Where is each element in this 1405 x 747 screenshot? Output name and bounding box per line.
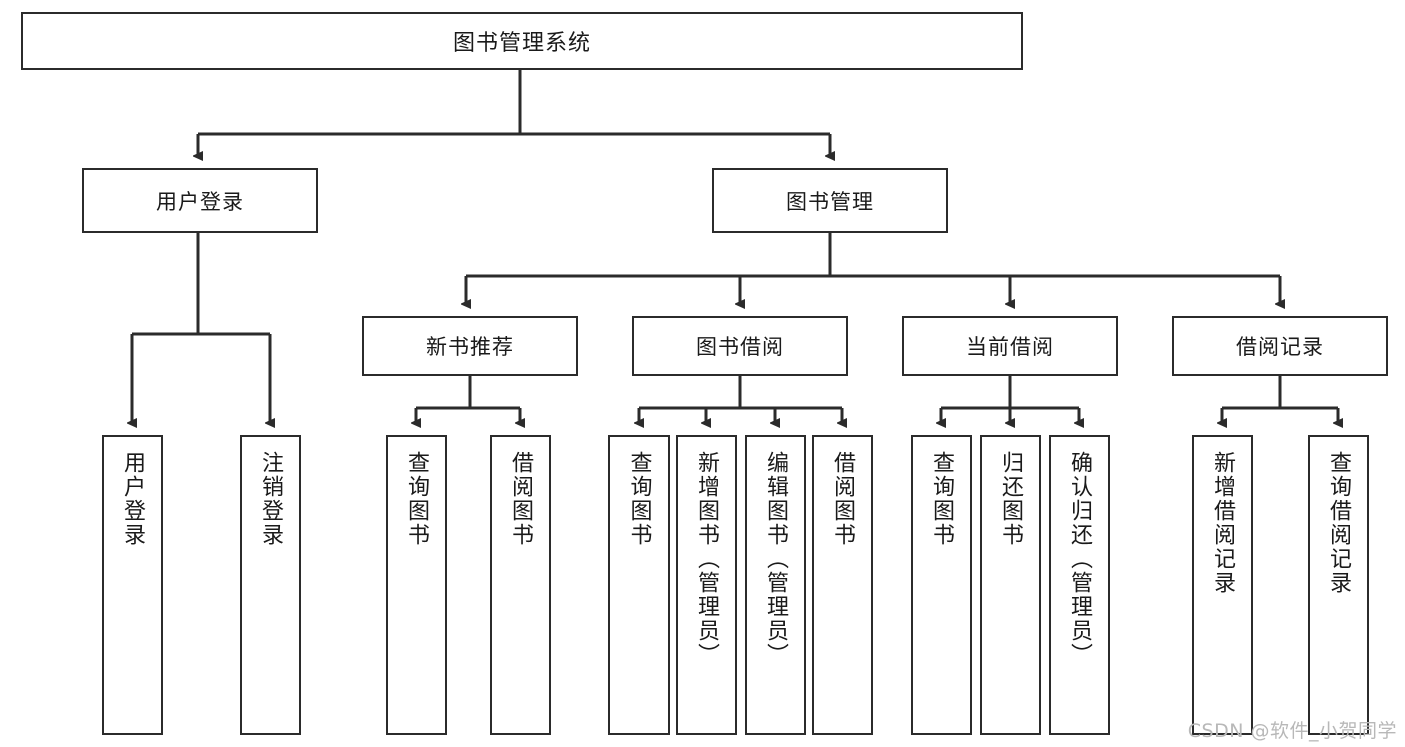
node-label: 新增借阅记录 [1210,451,1236,595]
leaf-borrow-book-1[interactable]: 借阅图书 [490,435,551,735]
leaf-query-book-3[interactable]: 查询图书 [911,435,972,735]
node-label: 新书推荐 [426,335,514,359]
node-label: 用户登录 [120,451,146,547]
leaf-user-logout[interactable]: 注销登录 [240,435,301,735]
node-label: 图书管理 [786,189,874,214]
node-label: 借阅图书 [508,451,534,547]
leaf-edit-book-admin[interactable]: 编辑图书（管理员） [745,435,806,735]
node-label: 借阅图书 [830,451,856,547]
node-new-book-recommend[interactable]: 新书推荐 [362,316,578,376]
node-book-borrow[interactable]: 图书借阅 [632,316,848,376]
leaf-return-book[interactable]: 归还图书 [980,435,1041,735]
leaf-query-book-1[interactable]: 查询图书 [386,435,447,735]
node-label: 查询借阅记录 [1326,451,1352,595]
node-label: 确认归还（管理员） [1067,451,1093,667]
node-label: 查询图书 [404,451,430,547]
node-user-login[interactable]: 用户登录 [82,168,318,233]
leaf-add-borrow-record[interactable]: 新增借阅记录 [1192,435,1253,735]
node-label: 查询图书 [626,451,652,547]
node-current-borrow[interactable]: 当前借阅 [902,316,1118,376]
watermark-text: CSDN @软件_小贺同学 [1187,720,1397,742]
node-label: 当前借阅 [966,335,1054,359]
node-label: 编辑图书（管理员） [763,451,789,667]
node-borrow-record[interactable]: 借阅记录 [1172,316,1388,376]
node-root-system[interactable]: 图书管理系统 [21,12,1023,70]
node-label: 用户登录 [156,189,244,214]
leaf-borrow-book-2[interactable]: 借阅图书 [812,435,873,735]
node-label: 查询图书 [929,451,955,547]
leaf-add-book-admin[interactable]: 新增图书（管理员） [676,435,737,735]
leaf-user-login[interactable]: 用户登录 [102,435,163,735]
node-label: 新增图书（管理员） [694,451,720,667]
node-label: 借阅记录 [1236,335,1324,359]
leaf-confirm-return-admin[interactable]: 确认归还（管理员） [1049,435,1110,735]
node-label: 图书管理系统 [452,31,591,56]
node-label: 图书借阅 [696,335,784,359]
leaf-query-borrow-record[interactable]: 查询借阅记录 [1308,435,1369,735]
leaf-query-book-2[interactable]: 查询图书 [608,435,670,735]
node-label: 注销登录 [258,451,284,547]
node-label: 归还图书 [998,451,1024,547]
node-book-manage[interactable]: 图书管理 [712,168,948,233]
